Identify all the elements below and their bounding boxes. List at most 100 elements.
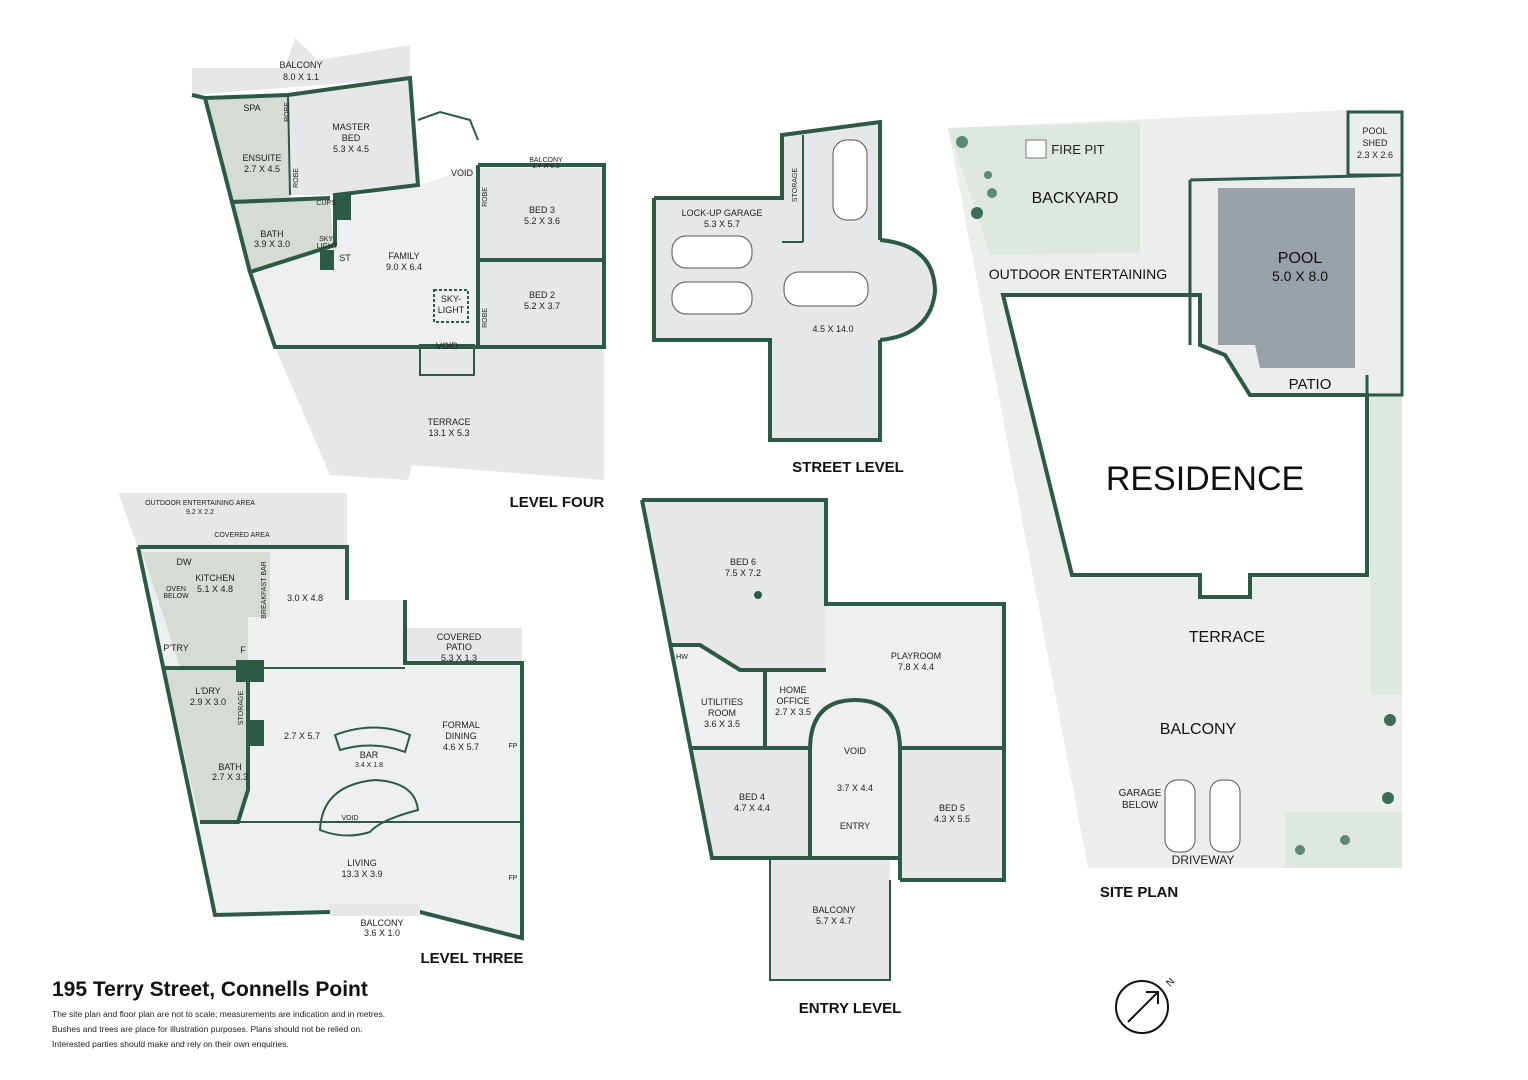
l4-void-label-2: VOID bbox=[436, 341, 459, 351]
l3-pantry-label: P'TRY bbox=[163, 643, 189, 653]
level-four-title: LEVEL FOUR bbox=[510, 494, 605, 511]
site-residence-label: RESIDENCE bbox=[1106, 460, 1304, 498]
l4-spa-label: SPA bbox=[243, 103, 260, 113]
l4-bed2-dim: 5.2 X 3.7 bbox=[524, 301, 560, 311]
site-plan bbox=[948, 110, 1404, 868]
l3-void-label: VOID bbox=[341, 815, 358, 822]
entry-bed5-dim: 4.3 X 5.5 bbox=[934, 814, 970, 824]
l4-bed3-label: BED 3 bbox=[529, 205, 555, 215]
l4-ensuite-label: ENSUITE bbox=[242, 153, 281, 163]
l3-covered-label: COVERED AREA bbox=[214, 532, 270, 539]
street-storage-label: STORAGE bbox=[792, 168, 799, 202]
entry-void-label: VOID bbox=[844, 746, 867, 756]
l3-room27-dim: 2.7 X 5.7 bbox=[284, 731, 320, 741]
disclaimer-line-3: Interested parties should make and rely … bbox=[52, 1039, 289, 1049]
site-balcony-label: BALCONY bbox=[1160, 721, 1237, 738]
l4-master-label: MASTER bbox=[332, 122, 370, 132]
site-outdoor-label: OUTDOOR ENTERTAINING bbox=[989, 266, 1167, 282]
site-patio-label: PATIO bbox=[1289, 376, 1332, 393]
l4-robe-label-2: ROBE bbox=[293, 168, 300, 188]
l3-formal-label: FORMAL bbox=[442, 720, 480, 730]
entry-level-title: ENTRY LEVEL bbox=[799, 1000, 902, 1017]
street-garage-label: LOCK-UP GARAGE bbox=[682, 208, 763, 218]
entry-hall-dim: 3.7 X 4.4 bbox=[837, 783, 873, 793]
l3-bar-label: BAR bbox=[360, 750, 379, 760]
l4-terrace-label: TERRACE bbox=[427, 417, 470, 427]
site-pool-shed-label: POOL bbox=[1362, 126, 1387, 136]
entry-level-plan bbox=[640, 498, 1006, 981]
l3-f-label: F bbox=[240, 645, 246, 655]
l4-skylight-small-2: LIGHT bbox=[317, 243, 338, 250]
l4-small-balcony-dim: 1.7 X 0.2 bbox=[532, 163, 560, 170]
entry-balcony-dim: 5.7 X 4.7 bbox=[816, 916, 852, 926]
l4-ensuite-dim: 2.7 X 4.5 bbox=[244, 164, 280, 174]
disclaimer-line-2: Bushes and trees are place for illustrat… bbox=[52, 1024, 363, 1034]
l3-bath-label: BATH bbox=[218, 762, 241, 772]
street-main-dim: 4.5 X 14.0 bbox=[812, 324, 853, 334]
level-three-plan bbox=[118, 493, 524, 941]
site-terrace-label: TERRACE bbox=[1189, 629, 1265, 646]
l4-balcony-label: BALCONY bbox=[279, 60, 322, 70]
l3-balcony-dim: 3.6 X 1.0 bbox=[364, 928, 400, 938]
l4-bath-dim: 3.9 X 3.0 bbox=[254, 239, 290, 249]
l4-master-dim: 5.3 X 4.5 bbox=[333, 144, 369, 154]
l3-outdoor-dim: 9.2 X 2.2 bbox=[186, 509, 214, 516]
l3-balcony-label: BALCONY bbox=[360, 918, 403, 928]
l4-bed2-label: BED 2 bbox=[529, 290, 555, 300]
entry-bed5-label: BED 5 bbox=[939, 803, 965, 813]
l4-bed3-dim: 5.2 X 3.6 bbox=[524, 216, 560, 226]
entry-office-label-2: OFFICE bbox=[777, 696, 810, 706]
entry-balcony-label: BALCONY bbox=[812, 905, 855, 915]
l3-oven-label: OVEN bbox=[166, 586, 186, 593]
l3-kitchen-dim: 5.1 X 4.8 bbox=[197, 584, 233, 594]
entry-utilities-dim: 3.6 X 3.5 bbox=[704, 719, 740, 729]
street-level-plan bbox=[652, 119, 938, 442]
site-driveway-label: DRIVEWAY bbox=[1172, 853, 1235, 867]
l3-covered-patio-label-2: PATIO bbox=[446, 642, 472, 652]
l4-skylight-label-2: LIGHT bbox=[438, 305, 465, 315]
site-pool-shed-dim: 2.3 X 2.6 bbox=[1357, 150, 1393, 160]
l4-st-label: ST bbox=[339, 253, 351, 263]
l4-family-dim: 9.0 X 6.4 bbox=[386, 262, 422, 272]
entry-utilities-label: UTILITIES bbox=[701, 697, 743, 707]
l3-oven-label-2: BELOW bbox=[163, 593, 189, 600]
site-pool-shed-label-2: SHED bbox=[1362, 138, 1388, 148]
street-garage-dim: 5.3 X 5.7 bbox=[704, 219, 740, 229]
l4-cups-label: CUPS bbox=[316, 200, 336, 207]
l3-storage-label: STORAGE bbox=[238, 691, 245, 725]
l3-kitchen-label: KITCHEN bbox=[195, 573, 235, 583]
l3-laundry-label: L'DRY bbox=[195, 686, 221, 696]
l4-robe-label-1: ROBE bbox=[284, 102, 291, 122]
north-arrow-icon: N bbox=[1115, 976, 1177, 1034]
entry-playroom-dim: 7.8 X 4.4 bbox=[898, 662, 934, 672]
l3-formal-dim: 4.6 X 5.7 bbox=[443, 742, 479, 752]
l3-formal-label-2: DINING bbox=[445, 731, 477, 741]
site-backyard-label: BACKYARD bbox=[1032, 190, 1119, 207]
site-plan-title: SITE PLAN bbox=[1100, 884, 1178, 901]
entry-office-dim: 2.7 X 3.5 bbox=[775, 707, 811, 717]
l4-void-label-1: VOID bbox=[451, 168, 474, 178]
site-pool-dim: 5.0 X 8.0 bbox=[1272, 268, 1328, 284]
l3-fp-label-2: FP bbox=[509, 875, 518, 882]
l3-covered-patio-label: COVERED bbox=[437, 632, 482, 642]
entry-bed4-label: BED 4 bbox=[739, 792, 765, 802]
entry-bed6-dim: 7.5 X 7.2 bbox=[725, 568, 761, 578]
l3-living-dim: 13.3 X 3.9 bbox=[341, 869, 382, 879]
l4-master-label-2: BED bbox=[342, 133, 361, 143]
l3-bath-dim: 2.7 X 3.3 bbox=[212, 772, 248, 782]
entry-utilities-label-2: ROOM bbox=[708, 708, 736, 718]
l4-robe-label-3: ROBE bbox=[482, 187, 489, 207]
l4-terrace-dim: 13.1 X 5.3 bbox=[428, 428, 469, 438]
site-fire-pit-label: FIRE PIT bbox=[1051, 142, 1105, 157]
entry-bed4-dim: 4.7 X 4.4 bbox=[734, 803, 770, 813]
property-address-title: 195 Terry Street, Connells Point bbox=[52, 978, 368, 1001]
l4-robe-label-4: ROBE bbox=[482, 308, 489, 328]
l3-living-label: LIVING bbox=[347, 858, 377, 868]
entry-bed6-label: BED 6 bbox=[730, 557, 756, 567]
entry-hw-label: HW bbox=[676, 654, 688, 661]
l3-laundry-dim: 2.9 X 3.0 bbox=[190, 697, 226, 707]
site-garage-label-2: BELOW bbox=[1122, 800, 1159, 811]
l3-room30-dim: 3.0 X 4.8 bbox=[287, 593, 323, 603]
l4-family-label: FAMILY bbox=[388, 251, 419, 261]
entry-office-label: HOME bbox=[780, 685, 807, 695]
